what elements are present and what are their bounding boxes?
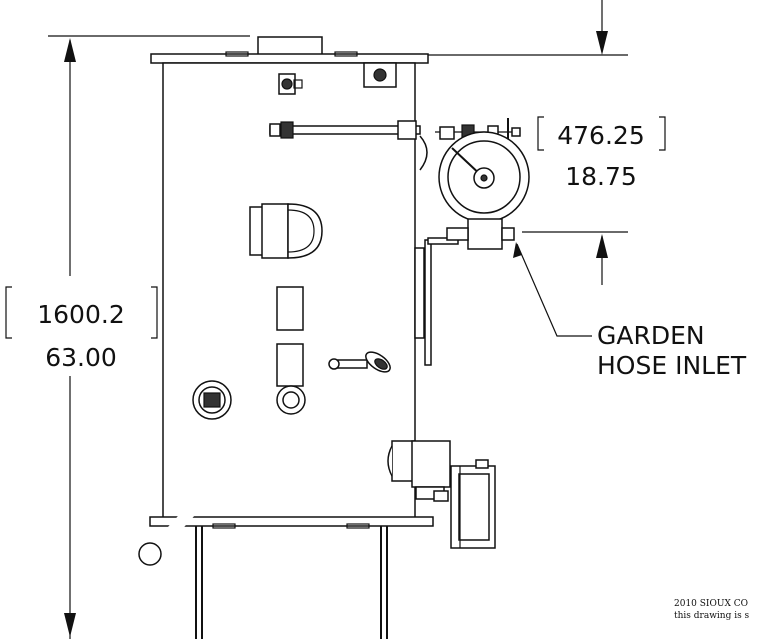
diagonal-handle (138, 385, 306, 566)
inlet-dimension: 476.25 18.75 (395, 0, 666, 285)
sight-pipe (269, 120, 428, 171)
inlet-metric-label: 476.25 (557, 121, 644, 150)
tank-legs (195, 526, 388, 639)
height-dimension: 1600.2 63.00 (5, 35, 250, 639)
garden-hose-callout: GARDEN HOSE INLET (513, 242, 747, 380)
top-vent (257, 36, 323, 56)
side-port (249, 203, 323, 259)
height-imperial-label: 63.00 (45, 343, 117, 372)
callout-line-1: GARDEN (597, 321, 705, 350)
side-rail (414, 237, 459, 366)
callout-line-2: HOSE INLET (597, 351, 747, 380)
lower-fittings (387, 440, 451, 502)
footer-notice: 2010 SIOUX CO this drawing is s (674, 599, 750, 621)
arrow-down-icon (596, 31, 608, 55)
control-box (450, 459, 496, 549)
arrow-up-icon (64, 38, 76, 62)
arrow-up-icon (596, 234, 608, 258)
inlet-imperial-label: 18.75 (565, 162, 637, 191)
drain-valve (328, 351, 391, 373)
footer-line-1: 2010 SIOUX CO (674, 599, 748, 609)
footer-line-2: this drawing is s (674, 611, 750, 621)
height-metric-label: 1600.2 (37, 300, 124, 329)
arrow-icon (513, 242, 522, 258)
access-windows (276, 286, 304, 387)
top-fitting (278, 62, 397, 95)
arrow-down-icon (64, 613, 76, 637)
bottom-flange (149, 516, 434, 527)
lower-port (192, 380, 232, 420)
top-flange (150, 53, 429, 64)
pressure-gauge (435, 118, 530, 250)
